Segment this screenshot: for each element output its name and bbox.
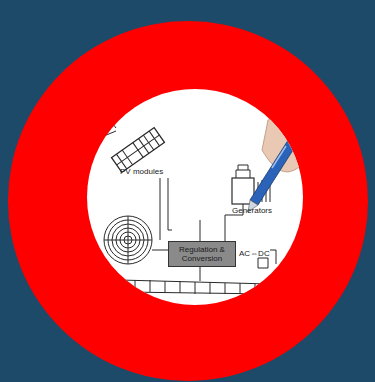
hand-with-pen: [248, 117, 310, 212]
component-label: Generators: [232, 206, 272, 215]
red-ring: [8, 21, 368, 381]
wire: [160, 178, 172, 240]
sketch-stroke: [100, 120, 116, 136]
process-box: Regulation & Conversion: [168, 241, 236, 267]
pv-panel-sketch: [112, 128, 165, 173]
generator-sketch: [225, 165, 270, 241]
component-label: PV modules: [120, 167, 163, 176]
spiral-sketch: [104, 216, 152, 264]
box-text: Regulation & Conversion: [169, 245, 235, 263]
sketch: [100, 120, 276, 294]
conversion-label: AC⇔DC: [239, 249, 270, 258]
